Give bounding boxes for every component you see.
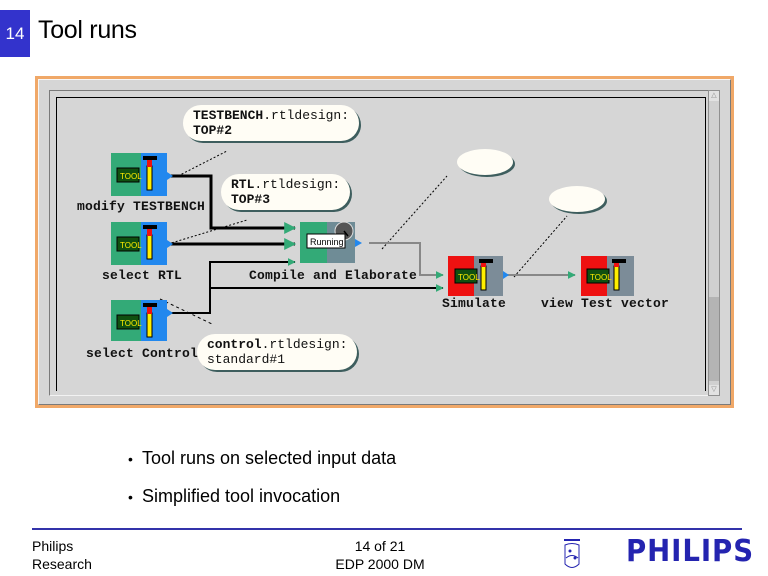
bubble-version: TOP#3 — [231, 192, 271, 207]
node-label-view-test-vector: view Test vector — [541, 296, 670, 311]
node-compile-elaborate[interactable]: Running — [300, 221, 362, 263]
node-label-simulate: Simulate — [442, 296, 507, 311]
data-bubble-rtl[interactable]: RTL.rtldesign: TOP#3 — [221, 174, 351, 210]
bubble-type: .rtldesign: — [263, 108, 350, 123]
bullet-item: • Simplified tool invocation — [128, 486, 396, 524]
bubble-connector — [177, 150, 228, 177]
page-counter: 14 of 21 — [354, 538, 406, 554]
bubble-connector — [513, 215, 568, 278]
bubble-name: control — [207, 337, 262, 352]
footer-divider — [32, 528, 742, 530]
bullet-dot-icon: • — [128, 451, 133, 467]
svg-text:TOOL: TOOL — [120, 241, 142, 250]
bullet-item: • Tool runs on selected input data — [128, 448, 396, 486]
bubble-type: .rtldesign: — [254, 177, 341, 192]
tool-flow-window: TOOL TOOL — [35, 76, 734, 408]
node-label-compile-elaborate: Compile and Elaborate — [249, 268, 418, 283]
connections-layer: TOOL TOOL — [111, 150, 634, 341]
footer-org: Philips Research — [32, 537, 92, 573]
flow-canvas[interactable]: TOOL TOOL — [56, 97, 706, 391]
scroll-up-arrow[interactable]: △ — [709, 91, 719, 101]
node-label-select-rtl: select RTL — [102, 268, 183, 283]
slide-number-badge: 14 — [0, 10, 30, 57]
node-label-modify-testbench: modify TESTBENCH — [77, 199, 206, 214]
bullet-list: • Tool runs on selected input data • Simpl… — [128, 448, 396, 524]
scroll-thumb[interactable] — [709, 297, 719, 381]
bubble-name: RTL — [231, 177, 255, 192]
bullet-dot-icon: • — [128, 489, 133, 505]
bullet-text: Tool runs on selected input data — [142, 448, 397, 468]
bubble-version: standard#1 — [207, 352, 286, 367]
bubble-version: TOP#2 — [193, 123, 233, 138]
svg-text:Running: Running — [310, 237, 344, 247]
footer-center: 14 of 21 EDP 2000 DM — [300, 537, 460, 573]
vertical-scrollbar[interactable]: △ ▽ — [708, 90, 720, 396]
bullet-text: Simplified tool invocation — [142, 486, 341, 506]
node-select-control[interactable]: TOOL — [111, 300, 173, 341]
svg-text:TOOL: TOOL — [458, 273, 480, 282]
bubble-connector — [159, 298, 213, 325]
svg-text:TOOL: TOOL — [120, 172, 142, 181]
philips-shield-icon — [564, 539, 580, 568]
data-bubble-control[interactable]: control.rtldesign: standard#1 — [197, 334, 358, 370]
wire-testbench-compile — [169, 174, 297, 234]
footer-org-line2: Research — [32, 556, 92, 572]
bubble-type: .rtldesign: — [261, 337, 348, 352]
node-label-select-control: select Control — [86, 346, 199, 361]
window-body: TOOL TOOL — [38, 79, 731, 405]
svg-text:TOOL: TOOL — [120, 319, 142, 328]
bubble-name: TESTBENCH — [193, 108, 264, 123]
node-modify-testbench[interactable]: TOOL — [111, 153, 173, 196]
node-simulate[interactable]: TOOL — [448, 256, 509, 296]
node-view-test-vector[interactable]: TOOL — [581, 256, 634, 296]
wire-compile-simulate — [369, 242, 444, 279]
event-name: EDP 2000 DM — [335, 556, 425, 572]
slide-title: Tool runs — [38, 16, 137, 44]
philips-logo: PHILIPS — [626, 534, 755, 569]
data-bubble-vector-empty[interactable] — [549, 186, 605, 212]
data-bubble-simulate-empty[interactable] — [457, 149, 513, 175]
svg-text:TOOL: TOOL — [590, 273, 612, 282]
data-bubble-testbench[interactable]: TESTBENCH.rtldesign: TOP#2 — [183, 105, 360, 141]
footer-org-line1: Philips — [32, 538, 74, 554]
node-select-rtl[interactable]: TOOL — [111, 222, 173, 265]
scroll-down-arrow[interactable]: ▽ — [709, 385, 719, 395]
bubble-connector — [381, 175, 448, 250]
flow-view: TOOL TOOL — [49, 90, 711, 396]
